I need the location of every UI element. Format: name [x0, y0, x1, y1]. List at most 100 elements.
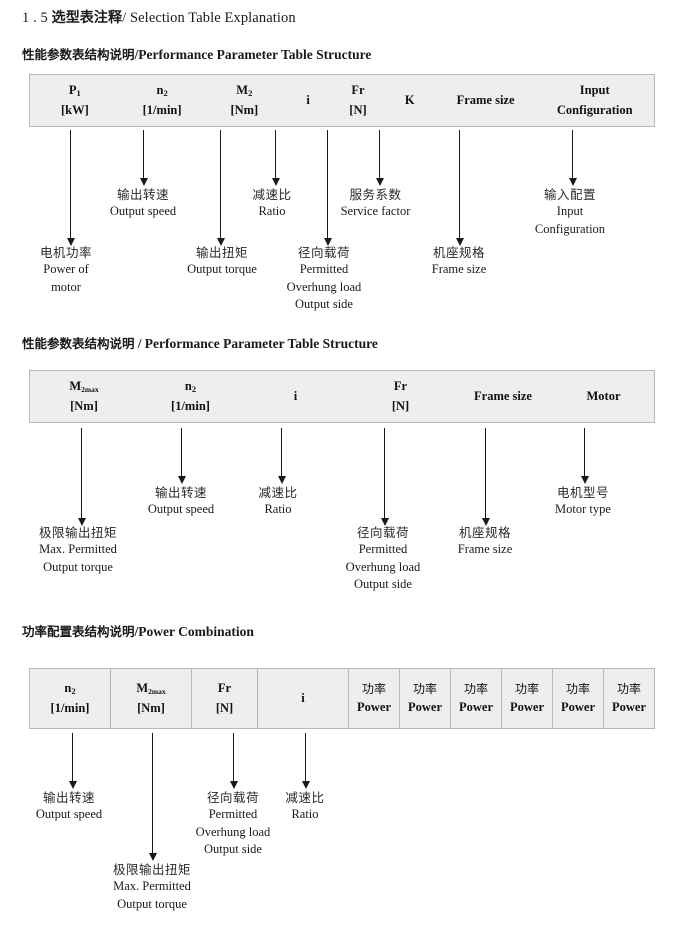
column-n2-t3-subscript: 2	[71, 686, 76, 697]
column-n2-unit: [1/min]	[142, 102, 182, 117]
annotation-ratio: 减速比 Ratio	[232, 186, 312, 221]
column-power-5-en: Power	[560, 700, 595, 715]
annotation-overhung-load-en-2: Overhung load	[286, 279, 362, 294]
column-m2max-t3-unit: [Nm]	[137, 700, 165, 715]
annotation-output-speed-3-cn: 输出转速	[42, 790, 95, 805]
column-input-configuration: Input Configuration	[535, 75, 654, 126]
column-m2max-t3-symbol: M2max	[136, 681, 166, 697]
arrow-to-power-of-motor	[66, 130, 75, 246]
annotation-frame-size-2-en-1: Frame size	[457, 542, 513, 557]
arrow-to-max-permitted-output-torque-3	[148, 733, 157, 861]
annotation-frame-size-cn: 机座规格	[432, 245, 485, 260]
column-n2-t3: n2 [1/min]	[30, 669, 110, 728]
annotation-max-permitted-output-torque-3: 极限输出扭矩 Max. Permitted Output torque	[92, 861, 212, 913]
arrow-to-ratio-3	[301, 733, 310, 789]
column-m2-symbol: M2	[236, 83, 253, 99]
section-3-heading-en: Power Combination	[138, 624, 254, 639]
section-1-heading: 性能参数表结构说明/Performance Parameter Table St…	[22, 44, 371, 63]
annotation-output-torque-en-1: Output torque	[187, 262, 257, 277]
arrow-to-output-speed-3	[68, 733, 77, 789]
column-power-6-cn: 功率	[616, 681, 641, 696]
column-n2-t2: n2 [1/min]	[138, 371, 243, 422]
annotation-overhung-load-3-cn: 径向载荷	[206, 790, 259, 805]
arrow-to-ratio	[271, 130, 280, 186]
annotation-ratio-2: 减速比 Ratio	[241, 484, 315, 519]
column-power-3: 功率 Power	[450, 669, 501, 728]
arrow-to-permitted-overhung-load-3	[229, 733, 238, 789]
annotation-max-permitted-output-torque-cn: 极限输出扭矩	[38, 525, 117, 540]
annotation-output-speed-cn: 输出转速	[116, 187, 169, 202]
section-2-heading-sep: /	[137, 336, 142, 351]
section-1-heading-en: Performance Parameter Table Structure	[138, 47, 372, 62]
annotation-overhung-load-2: 径向载荷 Permitted Overhung load Output side	[330, 524, 436, 593]
performance-parameter-table-1: P1 [kW] n2 [1/min] M2 [Nm] i Fr [N] K Fr…	[29, 74, 655, 127]
annotation-ratio-cn: 减速比	[252, 187, 292, 202]
annotation-power-of-motor: 电机功率 Power of motor	[16, 244, 116, 296]
annotation-output-speed-2: 输出转速 Output speed	[131, 484, 231, 519]
annotation-frame-size: 机座规格 Frame size	[409, 244, 509, 279]
column-p1-unit: [kW]	[60, 102, 89, 117]
column-p1: P1 [kW]	[30, 75, 120, 126]
arrow-to-max-permitted-output-torque	[77, 428, 86, 526]
column-m2max: M2max [Nm]	[30, 371, 138, 422]
column-m2-subscript: 2	[248, 88, 253, 99]
column-power-1-cn: 功率	[361, 681, 386, 696]
annotation-ratio-3: 减速比 Ratio	[268, 789, 342, 824]
annotation-overhung-load-3-en-2: Overhung load	[195, 824, 271, 839]
column-power-5: 功率 Power	[552, 669, 603, 728]
annotation-motor-type-cn: 电机型号	[556, 485, 609, 500]
column-power-4: 功率 Power	[501, 669, 552, 728]
column-i: i	[284, 75, 332, 126]
section-2-heading: 性能参数表结构说明 / Performance Parameter Table …	[22, 333, 378, 352]
performance-parameter-table-2: M2max [Nm] n2 [1/min] i Fr [N] Frame siz…	[29, 370, 655, 423]
column-m2max-t3-subscript: 2max	[148, 687, 166, 697]
column-power-1: 功率 Power	[348, 669, 399, 728]
annotation-input-configuration-en-1: Input	[556, 204, 584, 219]
section-3-heading-sep: /	[134, 624, 139, 639]
annotation-max-permitted-output-torque-3-en-2: Output torque	[117, 896, 187, 911]
column-p1-subscript: 1	[76, 88, 81, 99]
annotation-max-permitted-output-torque-3-en-1: Max. Permitted	[113, 879, 191, 894]
column-i-t2: i	[243, 371, 348, 422]
arrow-to-service-factor	[375, 130, 384, 186]
column-i-t3-symbol: i	[301, 690, 305, 705]
annotation-max-permitted-output-torque-3-cn: 极限输出扭矩	[112, 862, 191, 877]
annotation-overhung-load-en-3: Output side	[295, 296, 353, 311]
annotation-output-speed: 输出转速 Output speed	[93, 186, 193, 221]
arrow-to-permitted-overhung-load	[323, 130, 332, 246]
column-m2max-unit: [Nm]	[70, 398, 98, 413]
annotation-input-configuration: 输入配置 Input Configuration	[515, 186, 625, 238]
annotation-ratio-2-cn: 减速比	[258, 485, 298, 500]
column-m2: M2 [Nm]	[204, 75, 284, 126]
annotation-overhung-load-3-en-3: Output side	[204, 841, 262, 856]
page-title-cn: 选型表注释	[51, 10, 123, 26]
annotation-frame-size-2-cn: 机座规格	[458, 525, 511, 540]
annotation-ratio-2-en-1: Ratio	[264, 502, 292, 517]
column-input-configuration-unit: Configuration	[556, 102, 633, 117]
column-power-6: 功率 Power	[603, 669, 654, 728]
column-m2max-subscript: 2max	[81, 385, 99, 395]
column-fr-unit: [N]	[349, 102, 367, 117]
column-power-5-cn: 功率	[565, 681, 590, 696]
annotation-output-speed-2-cn: 输出转速	[154, 485, 207, 500]
annotation-overhung-load-2-en-2: Overhung load	[345, 559, 421, 574]
arrow-to-frame-size-2	[481, 428, 490, 526]
section-1-heading-sep: /	[134, 47, 139, 62]
section-3-heading-cn: 功率配置表结构说明	[22, 624, 135, 639]
annotation-max-permitted-output-torque-en-1: Max. Permitted	[39, 542, 117, 557]
page-title-en: Selection Table Explanation	[129, 10, 296, 26]
section-2-heading-cn: 性能参数表结构说明	[22, 336, 135, 351]
arrow-to-input-configuration	[568, 130, 577, 186]
column-power-4-en: Power	[509, 700, 544, 715]
column-fr-t2-unit: [N]	[391, 398, 410, 413]
column-n2-t2-symbol: n2	[184, 379, 197, 395]
annotation-overhung-load-2-en-1: Permitted	[358, 542, 408, 557]
annotation-ratio-3-en-1: Ratio	[291, 807, 319, 822]
annotation-overhung-load-2-en-3: Output side	[354, 576, 412, 591]
section-number: 1 . 5	[22, 10, 48, 26]
column-p1-symbol: P1	[68, 83, 81, 99]
arrow-to-permitted-overhung-load-2	[380, 428, 389, 526]
annotation-ratio-en-1: Ratio	[258, 204, 286, 219]
annotation-input-configuration-cn: 输入配置	[543, 187, 596, 202]
annotation-max-permitted-output-torque: 极限输出扭矩 Max. Permitted Output torque	[18, 524, 138, 576]
